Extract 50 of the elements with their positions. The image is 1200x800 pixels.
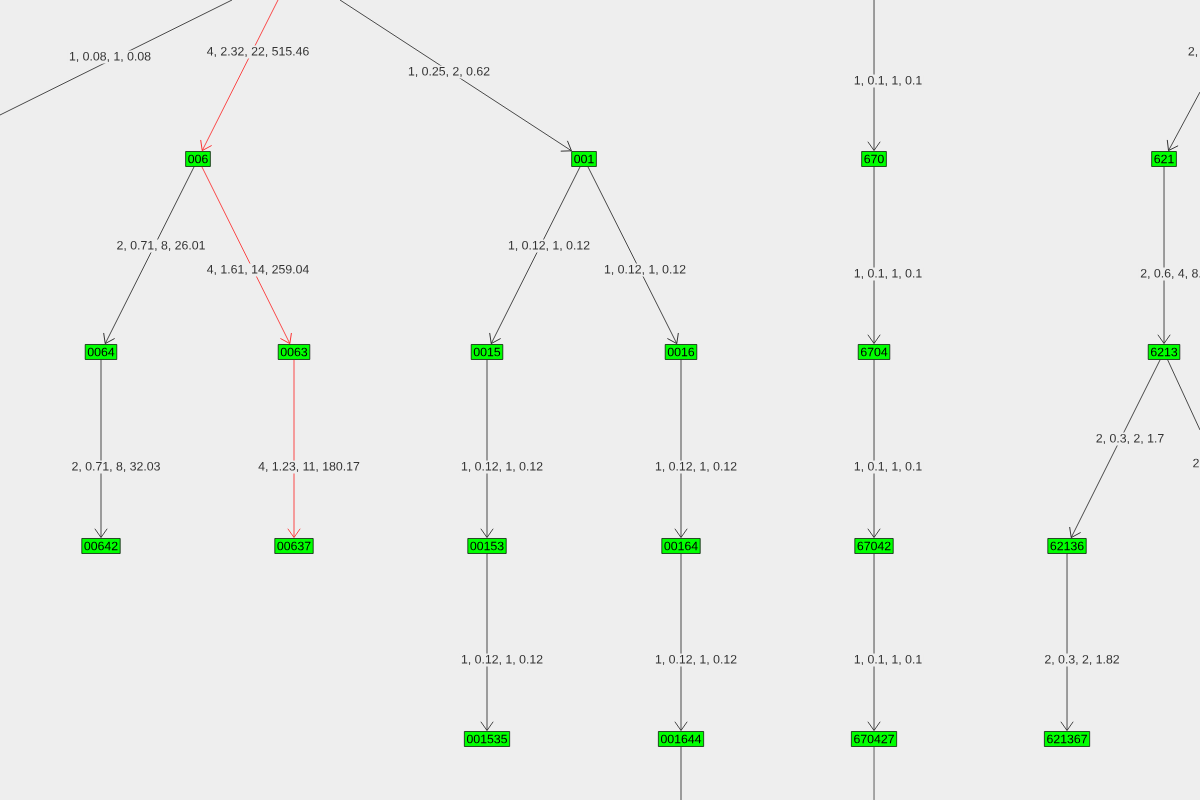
tree-node-box: 621 xyxy=(1151,151,1177,167)
edge-label: 1, 0.25, 2, 0.62 xyxy=(406,65,492,79)
arrow xyxy=(867,0,881,151)
edge-label: 1, 0.1, 1, 0.1 xyxy=(852,267,924,281)
edge-label: 2, 0.6, 4, 8. xyxy=(1138,267,1200,281)
arrow xyxy=(674,359,688,538)
edge-label: 2 xyxy=(1191,457,1200,469)
tree-node-box: 00642 xyxy=(81,538,121,554)
arrow xyxy=(1060,553,1074,731)
tree-node-box: 670 xyxy=(861,151,887,167)
tree-node-box: 670427 xyxy=(851,731,897,747)
tree-node-box: 621367 xyxy=(1044,731,1090,747)
arrow xyxy=(287,359,301,538)
tree-node-box: 6213 xyxy=(1147,344,1181,360)
arrow xyxy=(1069,359,1161,538)
arrow xyxy=(201,166,292,344)
arrow xyxy=(1166,91,1200,151)
arrow xyxy=(489,166,581,344)
tree-node-box: 00153 xyxy=(467,538,507,554)
tree-node-box: 001 xyxy=(571,151,597,167)
tree-node-box: 6704 xyxy=(857,344,891,360)
arrow xyxy=(1157,166,1171,344)
connector-line xyxy=(680,746,682,800)
arrow xyxy=(867,553,881,731)
arrow xyxy=(339,0,572,152)
arrow xyxy=(867,359,881,538)
tree-node-box: 00164 xyxy=(661,538,701,554)
tree-node-box: 00637 xyxy=(274,538,314,554)
arrow xyxy=(480,553,494,731)
tree-node-box: 67042 xyxy=(854,538,894,554)
line-label: 1, 0.08, 1, 0.08 xyxy=(67,50,153,64)
arrow xyxy=(867,166,881,344)
arrow xyxy=(103,166,195,344)
arrow xyxy=(480,359,494,538)
arrow xyxy=(674,553,688,731)
tree-node-box: 62136 xyxy=(1047,538,1087,554)
arrow xyxy=(587,166,679,344)
arrow xyxy=(94,359,108,538)
arrow xyxy=(200,0,279,151)
edge-label: 4, 2.32, 22, 515.46 xyxy=(205,45,311,59)
tree-node-box: 0064 xyxy=(84,344,118,360)
edge-label: 1, 0.1, 1, 0.1 xyxy=(852,74,924,88)
tree-node-box: 001644 xyxy=(658,731,704,747)
tree-node-box: 0015 xyxy=(470,344,504,360)
tree-node-box: 006 xyxy=(185,151,211,167)
tree-node-box: 001535 xyxy=(464,731,510,747)
connector-line xyxy=(1167,359,1200,431)
tree-node-box: 0016 xyxy=(664,344,698,360)
edge-label: 2, xyxy=(1186,45,1200,59)
tree-node-box: 0063 xyxy=(277,344,311,360)
